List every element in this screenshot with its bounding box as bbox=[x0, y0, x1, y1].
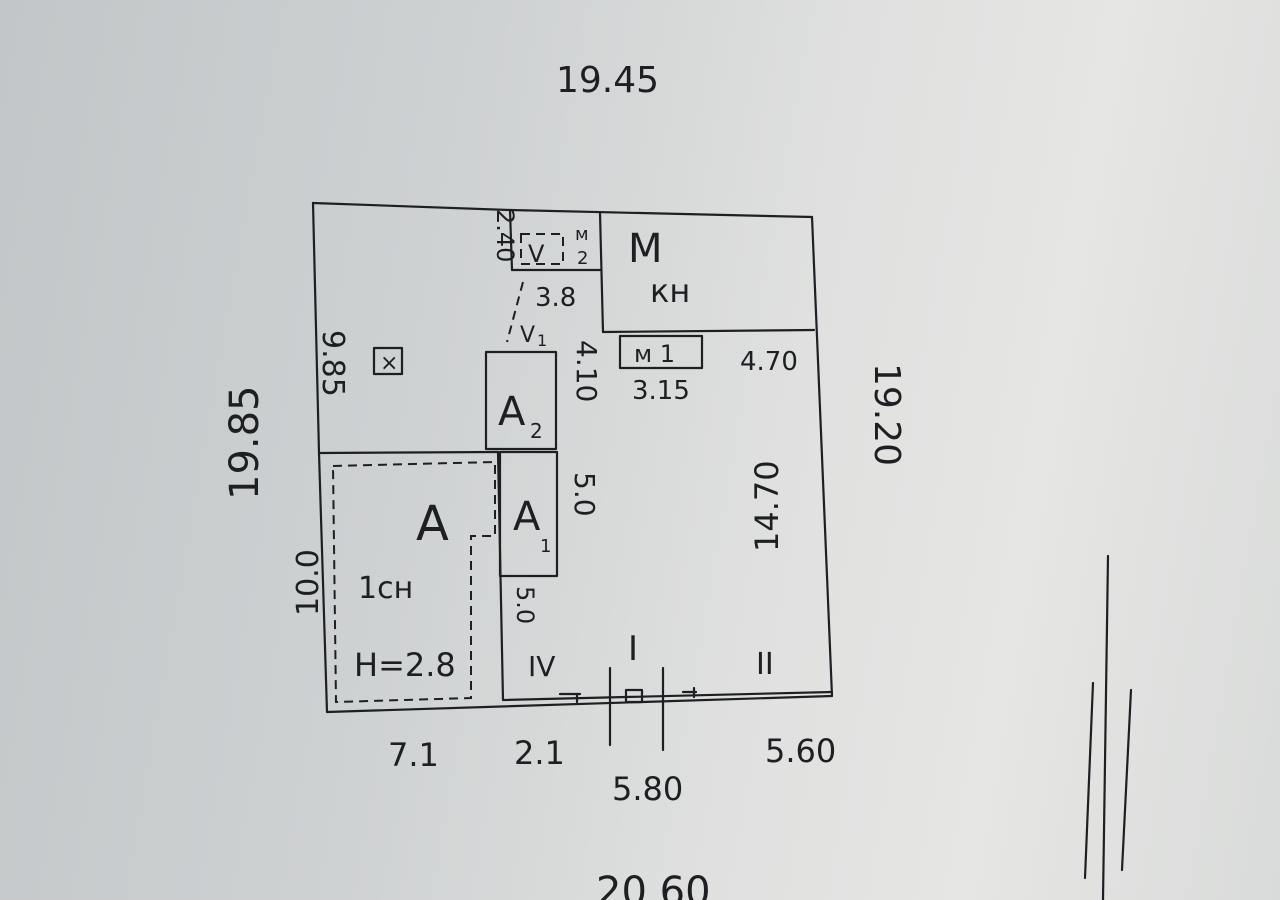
dim-a2-height: 4.10 bbox=[570, 340, 603, 402]
dim-v2-width: 3.8 bbox=[535, 283, 576, 313]
dim-bottom-c: 5.80 bbox=[612, 770, 683, 808]
dim-bottom-overall: 20.60 bbox=[596, 869, 711, 900]
label-m1: м 1 bbox=[634, 340, 675, 368]
label-boxmark: × bbox=[380, 351, 398, 376]
label-a-floor: 1сн bbox=[358, 571, 413, 606]
dim-top-overall: 19.45 bbox=[556, 60, 659, 101]
label-kitchen-m: М bbox=[628, 226, 663, 272]
dim-left-lower: 10.0 bbox=[291, 549, 326, 616]
label-i: I bbox=[628, 629, 638, 669]
label-a2-sub: 2 bbox=[530, 419, 543, 443]
dimension-labels: 19.45 20.60 19.85 19.20 9.85 10.0 7.1 2.… bbox=[222, 60, 907, 900]
label-a1: А bbox=[513, 494, 541, 540]
dashed-outlines bbox=[332, 233, 564, 704]
label-kitchen-kn: кн bbox=[650, 272, 690, 310]
outer-walls bbox=[311, 201, 834, 714]
margin-lines bbox=[1083, 554, 1133, 900]
interior-walls bbox=[317, 208, 834, 752]
dim-bottom-b: 2.1 bbox=[514, 734, 565, 772]
label-v1-sub: 1 bbox=[537, 331, 547, 350]
dim-right-inner: 14.70 bbox=[748, 460, 786, 552]
room-labels: V м 2 М кн V 1 м 1 А 2 А 1 А 1сн Н=2.8 I… bbox=[354, 224, 774, 684]
label-a-main: А bbox=[416, 496, 449, 552]
label-m2: м bbox=[575, 224, 589, 245]
dim-left-upper: 9.85 bbox=[315, 330, 350, 397]
label-ii: II bbox=[756, 647, 774, 682]
dim-left-overall: 19.85 bbox=[222, 385, 268, 500]
dim-iv-height: 5.0 bbox=[511, 586, 539, 624]
label-m2-sub: 2 bbox=[577, 248, 588, 269]
dim-m1-width: 3.15 bbox=[632, 376, 690, 406]
label-a1-sub: 1 bbox=[540, 536, 551, 557]
label-a2: А bbox=[498, 389, 526, 435]
label-iv: IV bbox=[528, 650, 555, 683]
dim-right-top: 4.70 bbox=[740, 347, 798, 377]
dim-a1-height: 5.0 bbox=[568, 472, 601, 517]
label-a-height: Н=2.8 bbox=[354, 646, 456, 684]
square-mark-icon bbox=[372, 346, 404, 376]
dim-bottom-a: 7.1 bbox=[388, 736, 439, 774]
dim-bottom-d: 5.60 bbox=[765, 732, 836, 770]
label-v2: V bbox=[528, 240, 545, 268]
label-v1: V bbox=[520, 323, 535, 348]
dim-v2-height: 2.40 bbox=[491, 209, 519, 262]
dim-right-overall: 19.20 bbox=[866, 363, 907, 466]
